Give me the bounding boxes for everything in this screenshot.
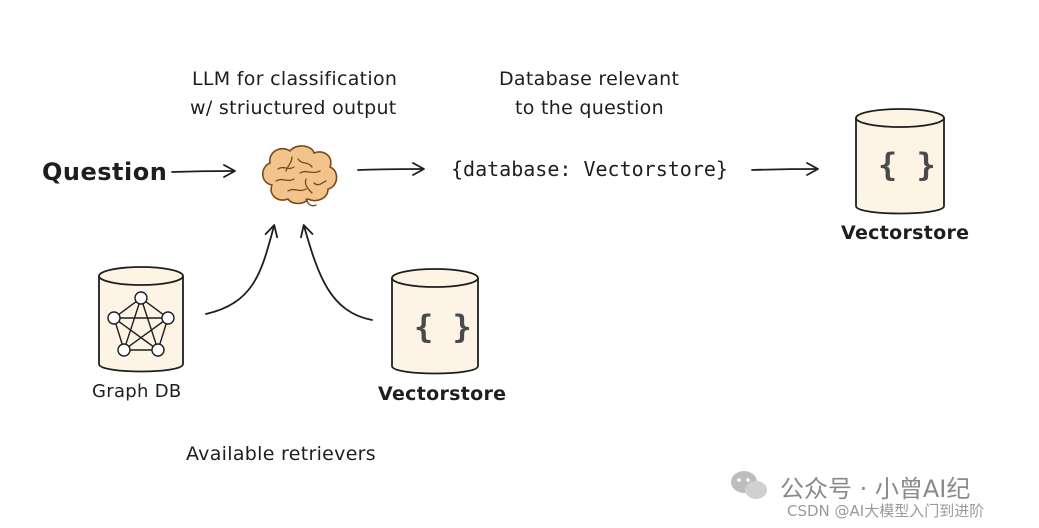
vectorstore-retriever-cylinder <box>391 268 479 375</box>
arrow-vectorstore-to-llm <box>300 224 373 321</box>
db-relevant-line1: Database relevant <box>499 68 680 90</box>
arrow-graphdb-to-llm <box>205 224 279 315</box>
brain-icon <box>261 145 338 207</box>
wechat-icon <box>731 471 767 499</box>
db-relevant-line2: to the question <box>515 97 664 119</box>
graph-db-label: Graph DB <box>92 381 182 402</box>
vectorstore-output-cylinder <box>855 108 945 215</box>
arrow-question-to-llm <box>171 164 236 178</box>
braces-icon-output: { } <box>878 146 936 184</box>
braces-icon-retriever: { } <box>414 308 472 346</box>
watermark-csdn: CSDN @AI大模型入门到进阶 <box>787 502 985 520</box>
available-retrievers-label: Available retrievers <box>186 443 376 465</box>
structured-output-text: {database: Vectorstore} <box>451 157 728 181</box>
arrow-llm-to-output <box>357 162 425 176</box>
graph-network-icon <box>107 291 175 357</box>
watermark-wechat: 公众号 · 小曾AI纪 <box>780 475 971 503</box>
vectorstore-retriever-label: Vectorstore <box>378 383 507 405</box>
llm-title-line1: LLM for classification <box>192 68 398 90</box>
arrow-output-to-vectorstore <box>751 162 819 176</box>
question-label: Question <box>42 158 168 186</box>
llm-title-line2: w/ striuctured output <box>190 97 397 119</box>
vectorstore-output-label: Vectorstore <box>841 222 970 244</box>
